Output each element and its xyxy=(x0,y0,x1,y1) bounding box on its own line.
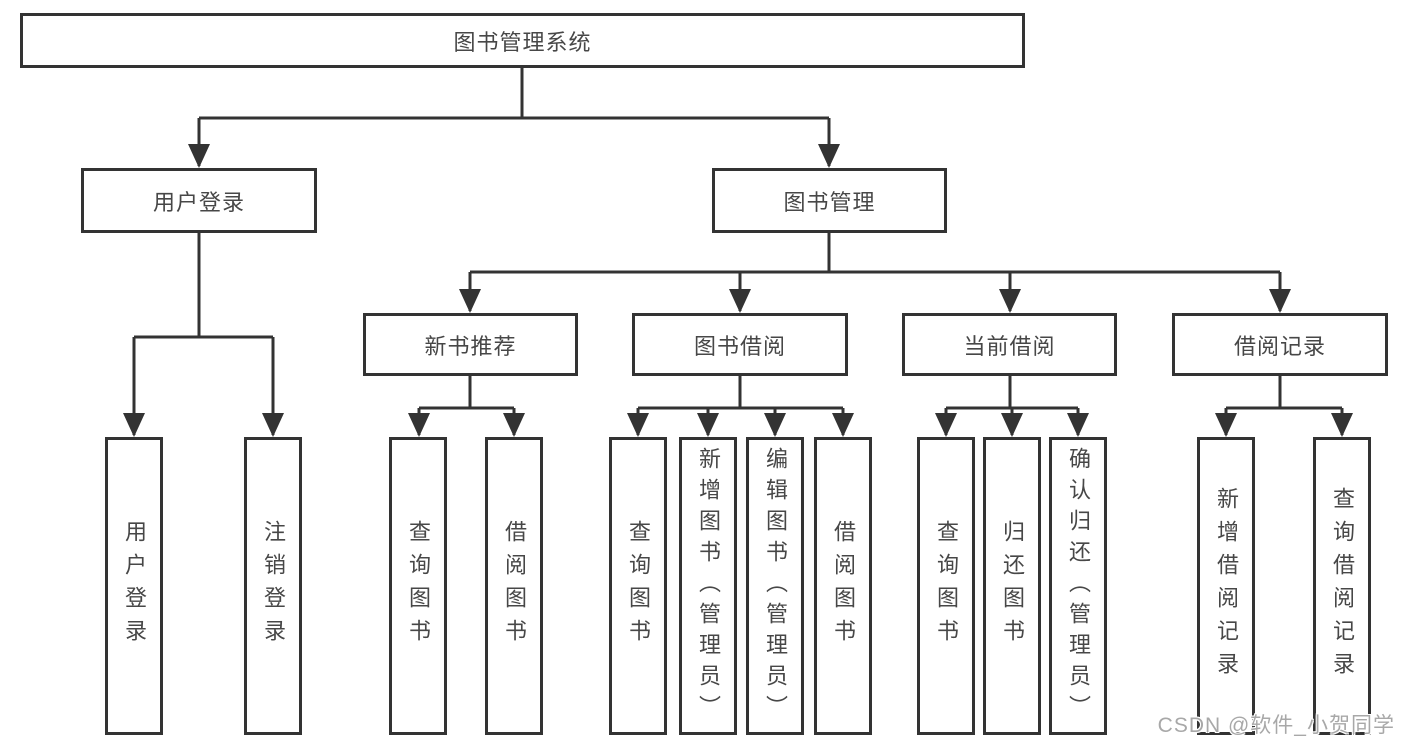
csdn-watermark: CSDN @软件_小贺同学 xyxy=(1157,714,1395,737)
arrowheads xyxy=(123,144,1353,437)
node-book-borrow: 图书借阅 xyxy=(632,313,848,376)
node-new-book-recommend: 新书推荐 xyxy=(363,313,578,376)
node-book-management: 图书管理 xyxy=(712,168,947,233)
node-library-system: 图书管理系统 xyxy=(20,13,1025,68)
node-query-books-recommend: 查询图书 xyxy=(389,437,447,735)
node-user-login-branch: 用户登录 xyxy=(81,168,317,233)
node-query-borrow-record: 查询借阅记录 xyxy=(1313,437,1371,735)
node-user-login: 用户登录 xyxy=(105,437,163,735)
node-query-books-borrow: 查询图书 xyxy=(609,437,667,735)
node-borrow-books-recommend: 借阅图书 xyxy=(485,437,543,735)
node-borrow-records: 借阅记录 xyxy=(1172,313,1388,376)
node-borrow-books: 借阅图书 xyxy=(814,437,872,735)
node-query-books-current: 查询图书 xyxy=(917,437,975,735)
node-add-books-admin: 新增图书（管理员） xyxy=(679,437,737,735)
node-add-borrow-record: 新增借阅记录 xyxy=(1197,437,1255,735)
tree-edges xyxy=(132,68,1344,435)
node-edit-books-admin: 编辑图书（管理员） xyxy=(746,437,804,735)
node-logout: 注销登录 xyxy=(244,437,302,735)
node-confirm-return-admin: 确认归还（管理员） xyxy=(1049,437,1107,735)
node-return-books: 归还图书 xyxy=(983,437,1041,735)
node-current-borrow: 当前借阅 xyxy=(902,313,1117,376)
